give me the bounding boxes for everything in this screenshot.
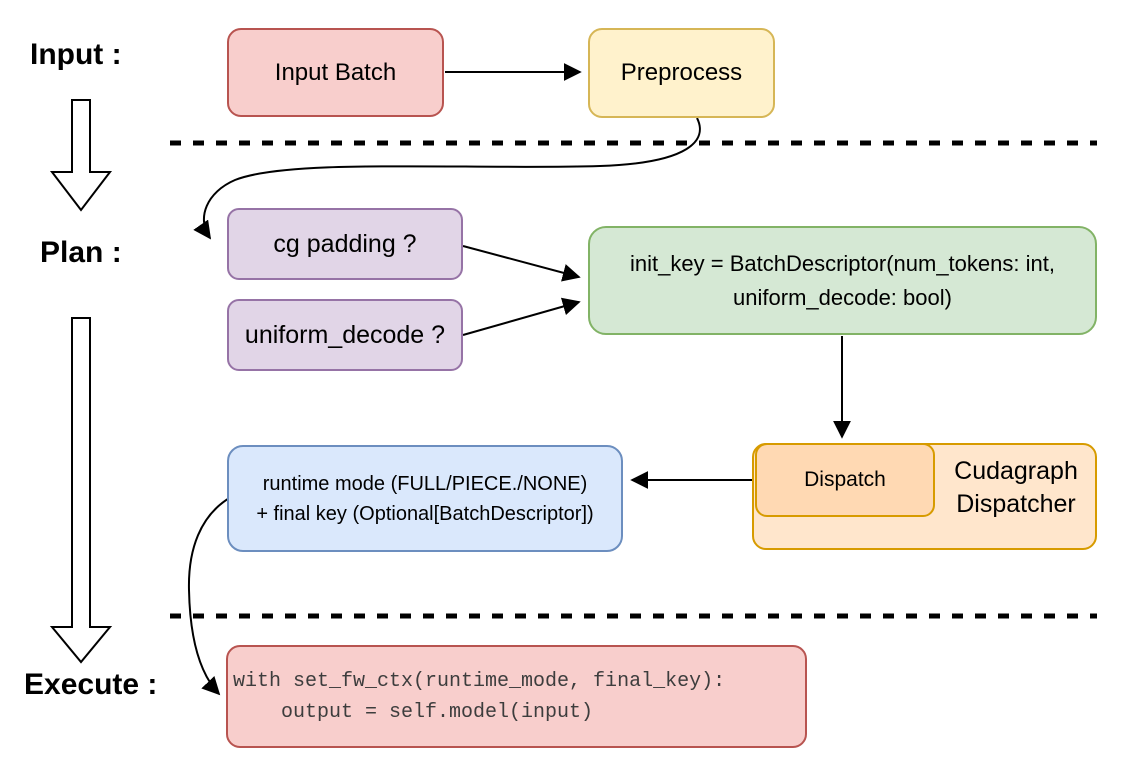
arrow-cg-padding-to-init-key (462, 245, 581, 282)
plan-to-execute-arrow (49, 317, 113, 664)
execute-code-node: with set_fw_ctx(runtime_mode, final_key)… (226, 645, 807, 748)
input-batch-node: Input Batch (227, 28, 444, 117)
cg-padding-label: cg padding ? (273, 229, 417, 258)
arrow-uniform-decode-to-init-key (462, 297, 581, 336)
init-key-node: init_key = BatchDescriptor(num_tokens: i… (588, 226, 1097, 335)
input-batch-label: Input Batch (274, 58, 397, 86)
preprocess-label: Preprocess (620, 59, 743, 86)
cg-padding-node: cg padding ? (227, 208, 463, 280)
curve-runtime-to-execute-code (187, 496, 232, 696)
cudagraph-dispatcher-line2: Dispatcher (956, 490, 1076, 518)
execute-code-line2: output = self.model(input) (233, 700, 594, 724)
uniform-decode-label: uniform_decode ? (244, 320, 446, 349)
curve-preprocess-to-cg-padding (193, 117, 701, 240)
execute-code-line1: with set_fw_ctx(runtime_mode, final_key)… (233, 669, 726, 693)
preprocess-node: Preprocess (588, 28, 775, 118)
uniform-decode-node: uniform_decode ? (227, 299, 463, 371)
input-to-plan-arrow (49, 99, 113, 212)
cudagraph-dispatcher-line1: Cudagraph (954, 457, 1078, 485)
plan-stage-label: Plan : (40, 236, 122, 269)
cudagraph-dispatcher-label: Cudagraph Dispatcher (935, 455, 1097, 521)
runtime-mode-node: runtime mode (FULL/PIECE./NONE) + final … (227, 445, 623, 552)
init-key-line2: uniform_decode: bool) (733, 284, 952, 310)
runtime-line2: + final key (Optional[BatchDescriptor]) (256, 502, 594, 525)
execute-stage-label: Execute : (24, 668, 158, 701)
dispatch-label: Dispatch (804, 468, 886, 491)
dispatch-node: Dispatch (755, 443, 935, 517)
input-stage-label: Input : (30, 38, 122, 71)
init-key-line1: init_key = BatchDescriptor(num_tokens: i… (630, 250, 1055, 276)
runtime-line1: runtime mode (FULL/PIECE./NONE) (262, 472, 588, 495)
